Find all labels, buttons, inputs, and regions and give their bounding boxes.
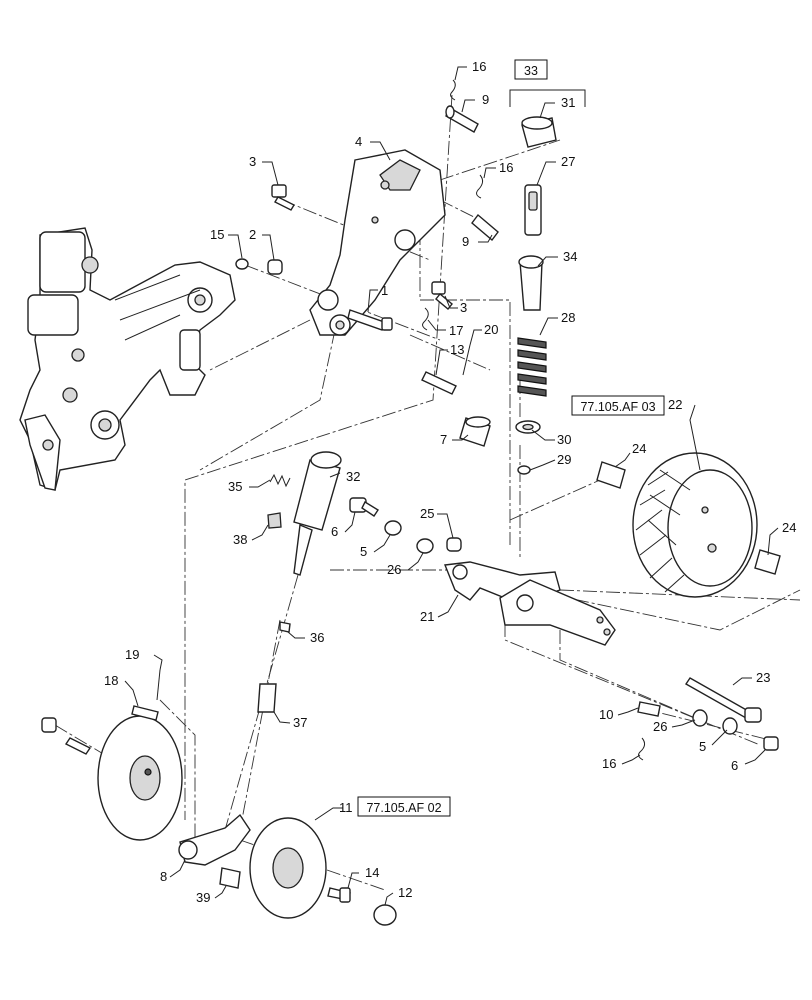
hardware-top — [235, 79, 499, 447]
ref-box-af02-label: 77.105.AF 02 — [366, 801, 441, 815]
callout-22: 22 — [668, 397, 682, 412]
callout-24: 24 — [782, 520, 796, 535]
lower-right-hardware — [637, 677, 779, 761]
callout-15: 15 — [210, 227, 224, 242]
callout-24: 24 — [632, 441, 646, 456]
callout-9: 9 — [482, 92, 489, 107]
callout-34: 34 — [563, 249, 577, 264]
callout-11: 11 — [339, 800, 353, 815]
callout-27: 27 — [561, 154, 575, 169]
callout-9: 9 — [462, 234, 469, 249]
callout-1: 1 — [381, 283, 388, 298]
callout-leaders — [124, 66, 779, 906]
callout-16: 16 — [602, 756, 616, 771]
callout-16: 16 — [499, 160, 513, 175]
callout-19: 19 — [125, 647, 139, 662]
callout-8: 8 — [160, 869, 167, 884]
callout-5: 5 — [360, 544, 367, 559]
callout-16: 16 — [472, 59, 486, 74]
callout-26: 26 — [653, 719, 667, 734]
callout-39: 39 — [196, 890, 210, 905]
opener-assembly — [41, 669, 397, 926]
callout-29: 29 — [557, 452, 571, 467]
callout-35: 35 — [228, 479, 242, 494]
callout-38: 38 — [233, 532, 247, 547]
callout-6: 6 — [731, 758, 738, 773]
spring-assembly — [515, 116, 557, 475]
callout-5: 5 — [699, 739, 706, 754]
callout-7: 7 — [440, 432, 447, 447]
callout-10: 10 — [599, 707, 613, 722]
callout-18: 18 — [104, 673, 118, 688]
lower-arm — [444, 561, 616, 646]
callout-21: 21 — [420, 609, 434, 624]
callout-25: 25 — [420, 506, 434, 521]
callout-26: 26 — [387, 562, 401, 577]
callout-3: 3 — [249, 154, 256, 169]
ref-box-af03-label: 77.105.AF 03 — [580, 400, 655, 414]
mounting-frame — [19, 227, 236, 491]
callout-17: 17 — [449, 323, 463, 338]
callout-14: 14 — [365, 865, 379, 880]
pivot-arm — [309, 149, 446, 336]
callout-31: 31 — [561, 95, 575, 110]
callout-12: 12 — [398, 885, 412, 900]
ref-box-33: 33 — [509, 59, 586, 107]
callout-2: 2 — [249, 227, 256, 242]
shock-absorber — [267, 451, 342, 576]
callout-labels: 16 9 31 4 3 16 27 9 15 2 34 1 3 17 20 28… — [104, 59, 796, 905]
callout-23: 23 — [756, 670, 770, 685]
callout-13: 13 — [450, 342, 464, 357]
link-hardware — [257, 497, 462, 713]
gauge-wheel — [596, 452, 781, 598]
callout-32: 32 — [346, 469, 360, 484]
callout-4: 4 — [355, 134, 362, 149]
compression-spring — [517, 337, 547, 397]
callout-3: 3 — [460, 300, 467, 315]
callout-6: 6 — [331, 524, 338, 539]
callout-20: 20 — [484, 322, 498, 337]
callout-36: 36 — [310, 630, 324, 645]
callout-28: 28 — [561, 310, 575, 325]
callout-37: 37 — [293, 715, 307, 730]
ref-box-77-105-af-02: 77.105.AF 02 — [357, 796, 451, 817]
ref-box-77-105-af-03: 77.105.AF 03 — [571, 395, 665, 416]
ref-box-33-label: 33 — [524, 64, 538, 78]
callout-30: 30 — [557, 432, 571, 447]
